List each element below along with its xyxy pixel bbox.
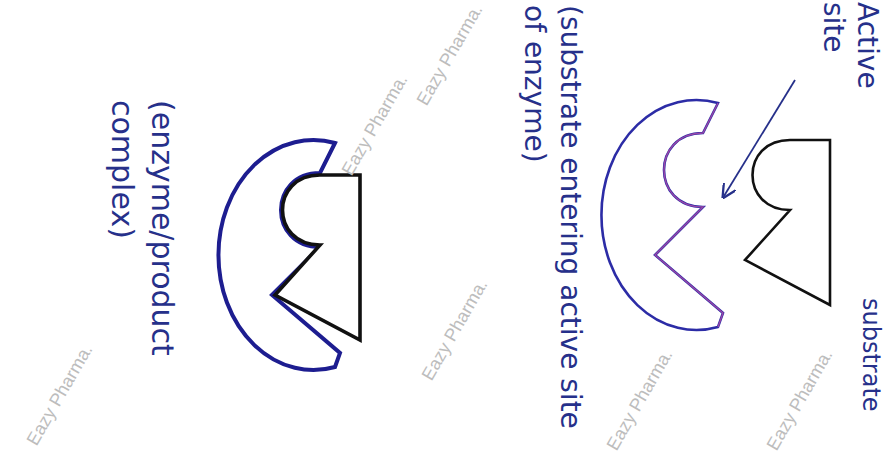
callout-label: Active site — [816, 2, 884, 117]
watermark: Eazy Pharma. — [763, 346, 838, 454]
leader-arrow — [724, 80, 795, 196]
watermark: Eazy Pharma. — [338, 71, 413, 179]
substrate-outline — [745, 140, 830, 305]
watermark: Eazy Pharma. — [418, 276, 493, 384]
complex-shape — [218, 140, 360, 370]
active-site-edge — [655, 103, 723, 327]
watermark: Eazy Pharma. — [413, 1, 488, 109]
watermark: Eazy Pharma. — [23, 341, 98, 449]
watermark: Eazy Pharma. — [603, 346, 678, 454]
enzyme — [601, 100, 723, 330]
caption-note: (enzyme/product complex) — [102, 100, 182, 450]
caption-note: (substrate entering active site of enzym… — [516, 5, 588, 445]
part-label: substrate — [856, 298, 886, 453]
enzyme-outline — [601, 100, 723, 330]
substrate-shape — [745, 140, 830, 305]
substrate-outline — [275, 175, 360, 340]
